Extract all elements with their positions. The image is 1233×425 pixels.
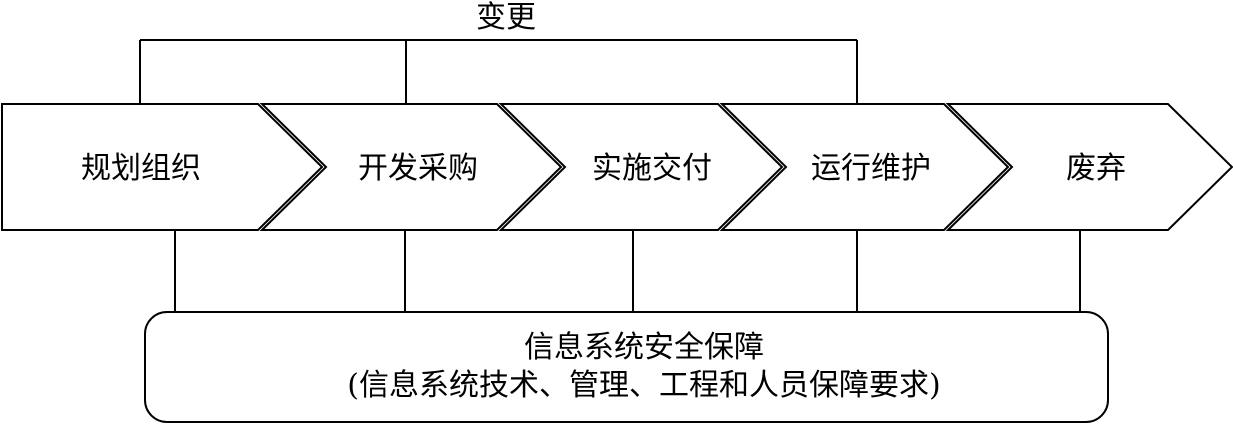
stage-label-5: 废弃 (1066, 151, 1126, 186)
assurance-connectors (174, 230, 1081, 312)
stage-chevron-4 (719, 103, 1010, 231)
assurance-box-title: 信息系统安全保障 (524, 330, 764, 365)
stage-label-1: 规划组织 (81, 151, 201, 186)
assurance-box-subtitle: (信息系统技术、管理、工程和人员保障要求) (347, 368, 940, 403)
stage-label-4: 运行维护 (811, 151, 931, 186)
stage-chevron-2 (259, 103, 563, 231)
stage-chevron-1 (1, 103, 324, 231)
stage-label-3: 实施交付 (592, 151, 712, 186)
change-feedback-bracket (139, 39, 858, 104)
change-label: 变更 (476, 0, 536, 35)
assurance-box (144, 311, 1109, 423)
stage-label-2: 开发采购 (358, 151, 478, 186)
stage-chevrons (1, 103, 1233, 231)
stage-chevron-3 (498, 103, 784, 231)
stage-chevron-5 (945, 103, 1233, 231)
